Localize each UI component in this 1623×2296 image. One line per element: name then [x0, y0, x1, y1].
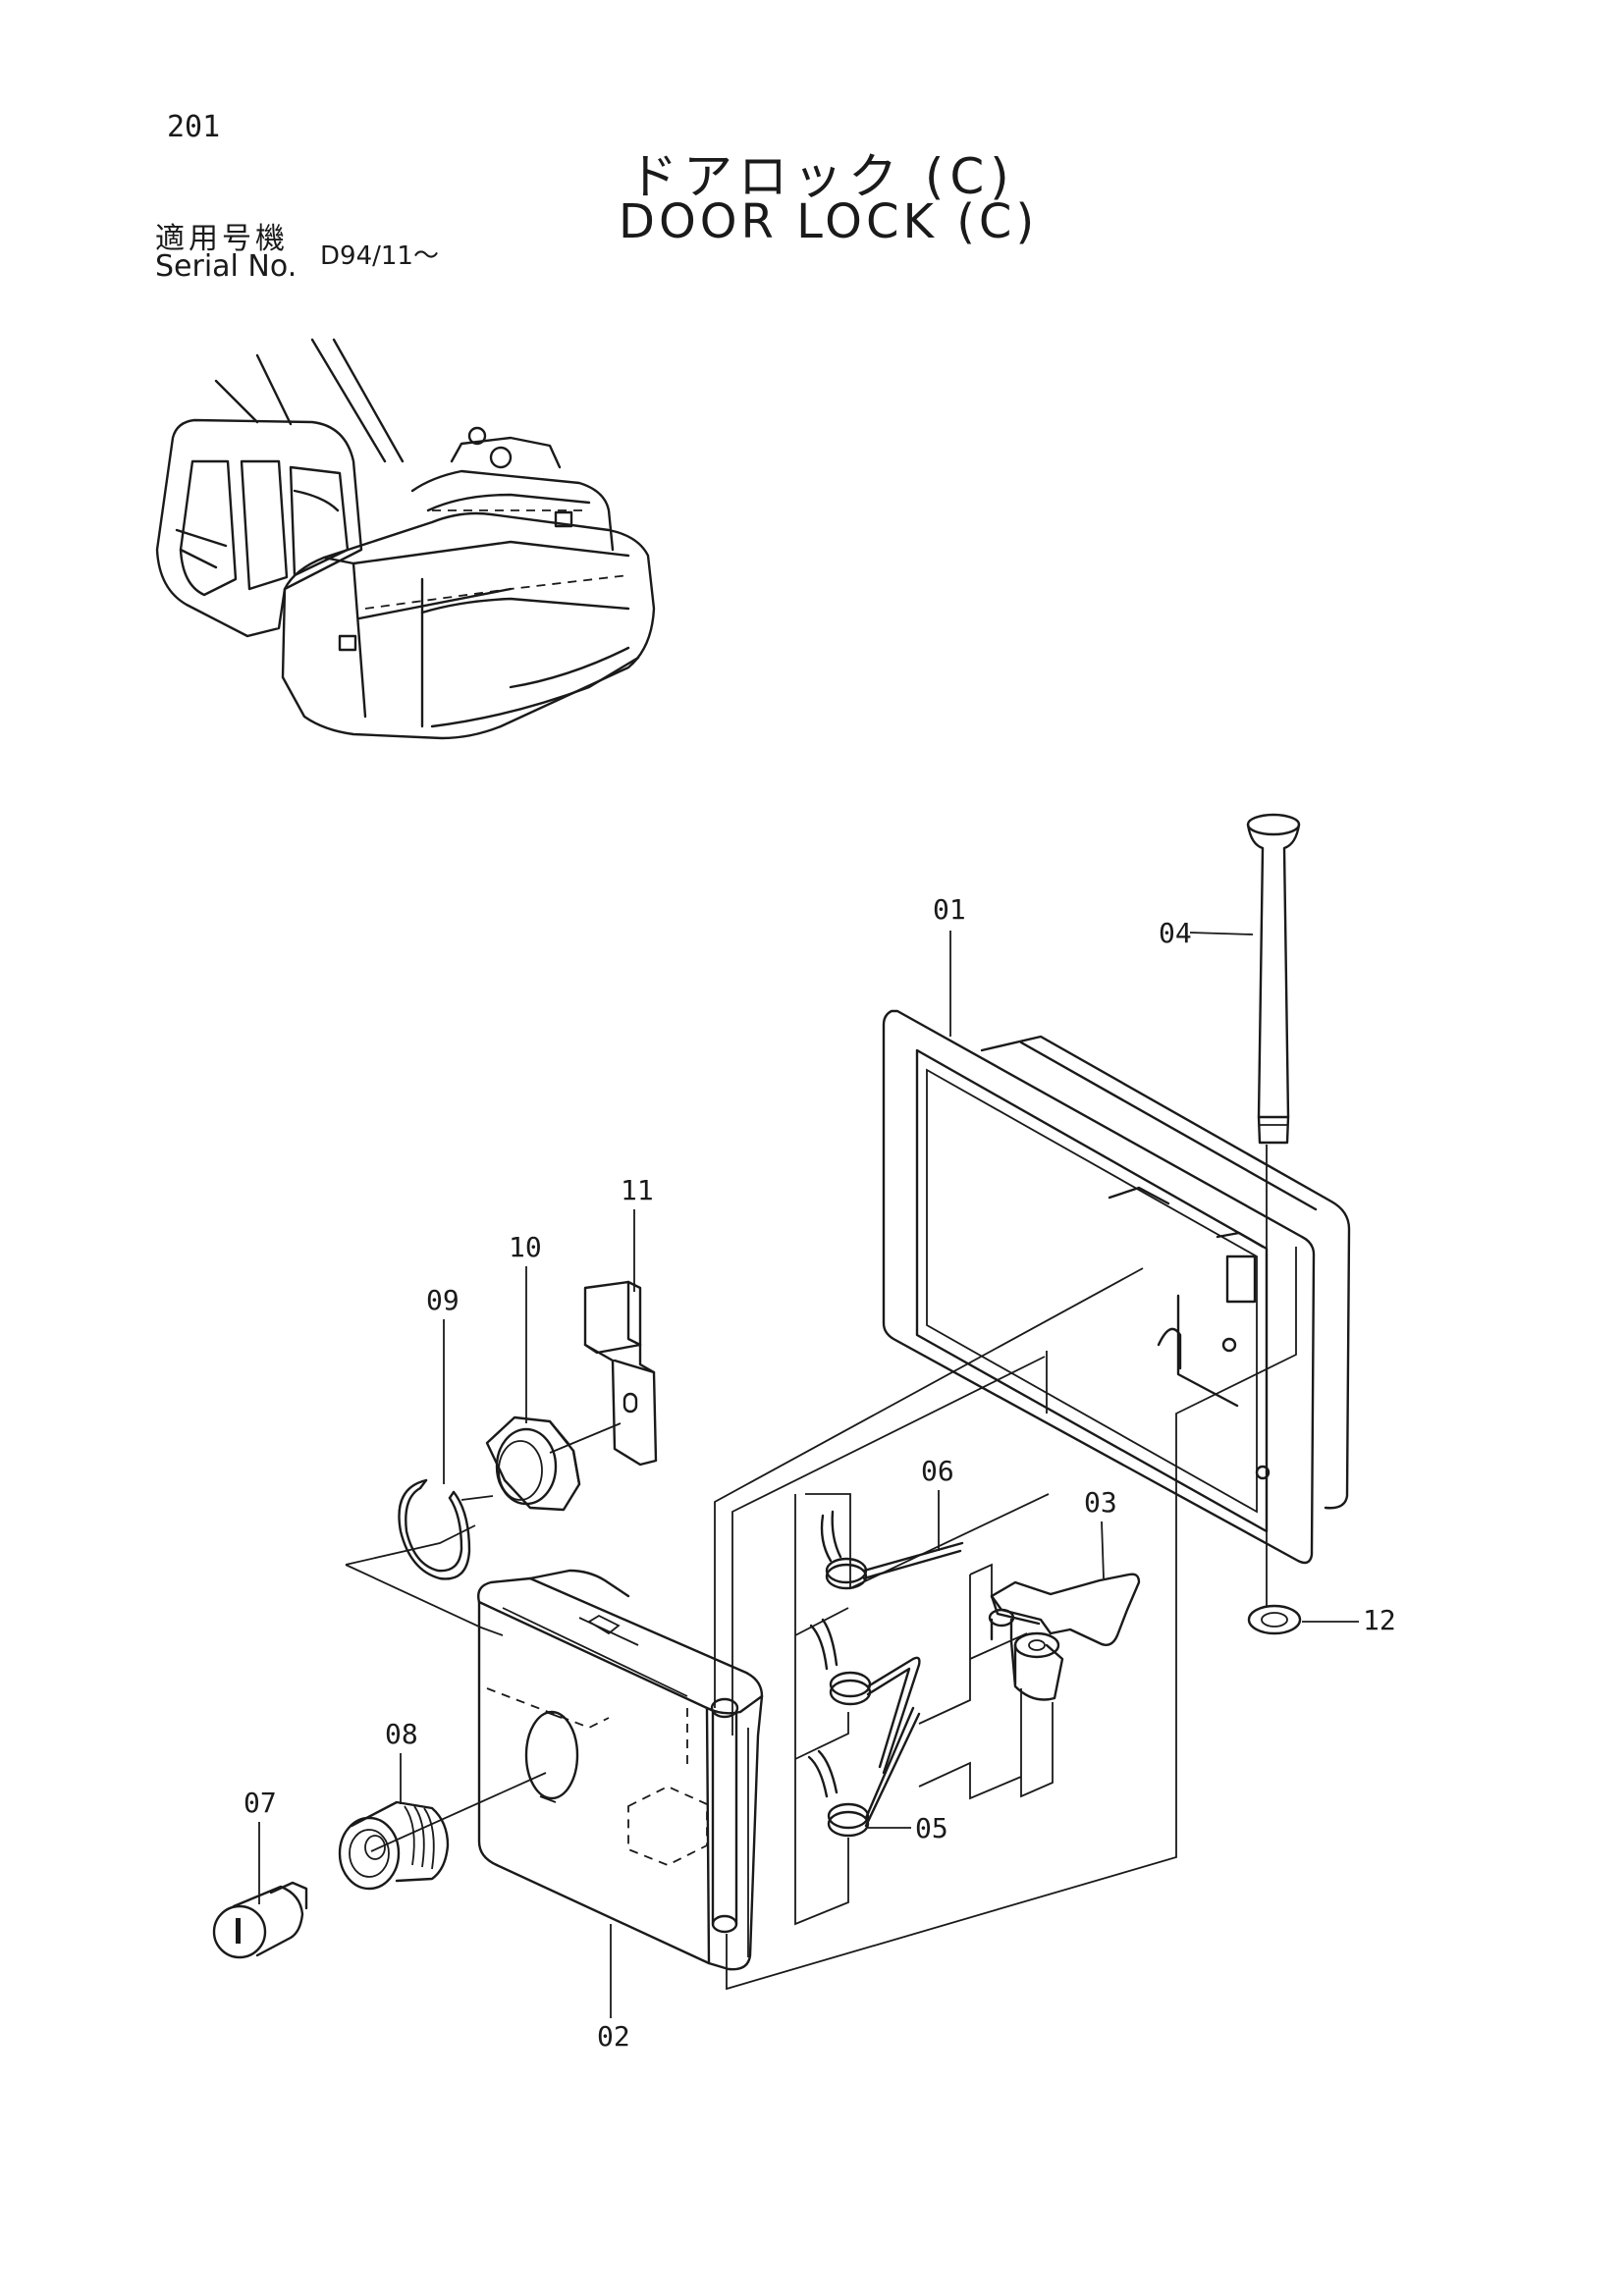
part-01-lock-housing: [882, 1009, 1351, 1565]
title-english: DOOR LOCK (C): [619, 194, 1039, 249]
callout-02: 02: [597, 2020, 630, 2053]
callout-11: 11: [621, 1174, 654, 1206]
callout-04: 04: [1159, 917, 1192, 949]
assembly-lines: [345, 1145, 1297, 1991]
callout-01: 01: [933, 893, 966, 926]
part-02-lock-body: [477, 1569, 764, 1971]
excavator-overview-illustration: [155, 338, 656, 740]
callout-05: 05: [915, 1812, 948, 1844]
serial-label-english: Serial No.: [155, 249, 298, 284]
title-japanese: ドアロック (C): [628, 148, 1015, 205]
part-06-spring: [820, 1510, 964, 1590]
callout-10: 10: [509, 1231, 542, 1263]
part-12-e-ring: [1247, 1604, 1302, 1635]
part-07-key-cylinder: [212, 1881, 308, 1959]
callout-06: 06: [921, 1455, 954, 1487]
part-09-ring: [398, 1478, 471, 1580]
part-04-pin: [1246, 813, 1301, 1145]
callouts: 01 04 11 10 09 06 03 12 08 07 05 02: [243, 893, 1396, 2053]
part-05-spring-upper: [809, 1618, 921, 1775]
serial-value: D94/11～: [320, 241, 439, 271]
part-08-bushing: [338, 1800, 450, 1891]
callout-09: 09: [426, 1284, 460, 1316]
page-number: 201: [167, 110, 221, 144]
part-03-latch: [988, 1573, 1141, 1701]
serial-label-japanese: 適用号機: [155, 222, 289, 256]
part-10-nut: [485, 1415, 581, 1512]
part-05-spring-lower: [807, 1706, 921, 1838]
callout-12: 12: [1363, 1604, 1396, 1636]
part-11-plate: [583, 1280, 658, 1467]
callout-07: 07: [243, 1787, 277, 1819]
callout-08: 08: [385, 1718, 418, 1750]
callout-03: 03: [1084, 1486, 1117, 1519]
